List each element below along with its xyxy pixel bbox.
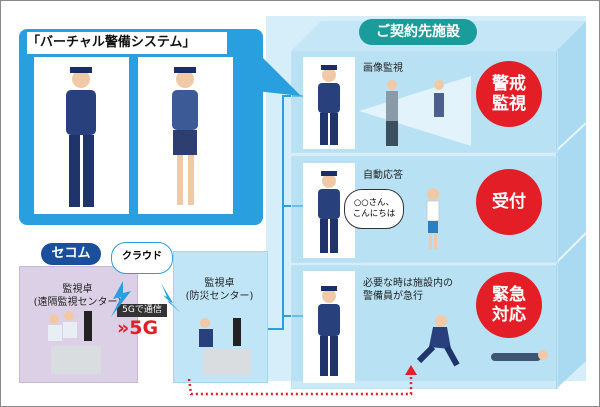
disaster-center-desk-label: 監視卓 (防災センター) — [185, 278, 254, 302]
camera-view-beam — [359, 76, 471, 146]
virtual-system-title: 「バーチャル警備システム」 — [27, 32, 227, 54]
responding-guard-figure — [416, 315, 548, 367]
virtual-guard-female — [138, 57, 233, 214]
5g-logo: »5G — [117, 317, 159, 339]
secom-badge: セコム — [41, 243, 101, 265]
visitor-figure — [426, 188, 440, 249]
5g-communication-tag: 5Gで通信 — [117, 304, 167, 317]
function-badge-surveillance: 警戒 監視 — [476, 61, 542, 127]
guard-avatar-3 — [303, 271, 355, 383]
virtual-guard-male — [34, 57, 129, 214]
function-badge-emergency: 緊急 対応 — [476, 272, 542, 338]
function-badge-reception: 受付 — [476, 169, 542, 235]
guard-avatar-1 — [303, 57, 355, 149]
disaster-center-operator-desk — [199, 318, 251, 375]
secom-desk-label: 監視卓 (遠隔監視センター) — [33, 284, 122, 308]
floor-2-label: 自動応答 — [363, 170, 403, 181]
greeting-speech-bubble: ○○さん、 こんにちは — [344, 189, 404, 229]
floor-3-label: 必要な時は施設内の 警備員が急行 — [363, 278, 453, 302]
cloud: クラウド — [111, 242, 173, 274]
facility-badge: ご契約先施設 — [359, 19, 477, 45]
remote-operators-desk — [48, 311, 101, 374]
floor-1-label: 画像監視 — [363, 63, 403, 74]
